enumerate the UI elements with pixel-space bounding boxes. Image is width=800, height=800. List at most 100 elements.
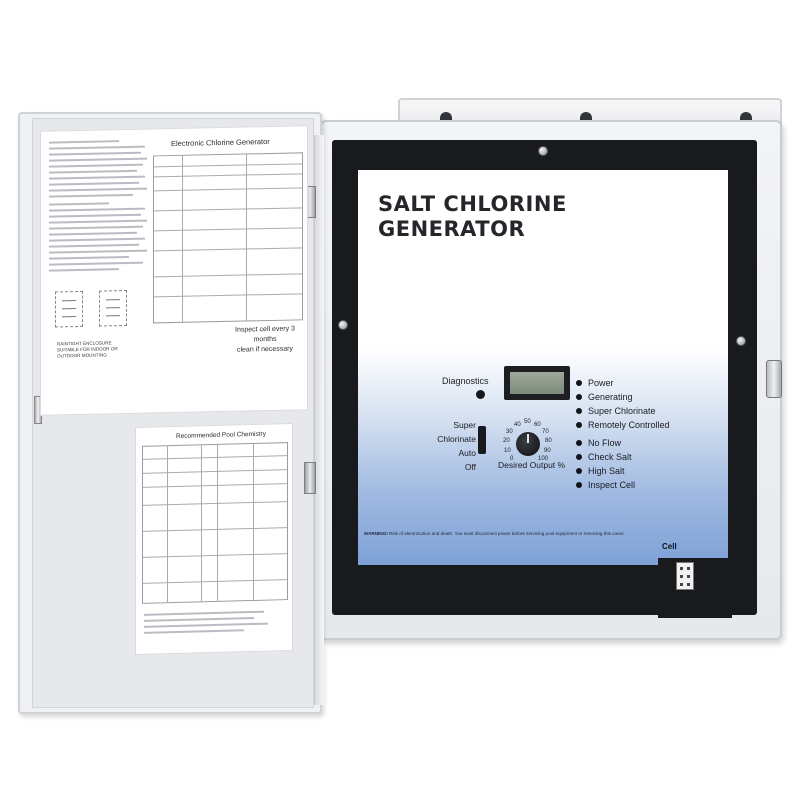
led-icon bbox=[576, 422, 582, 428]
warning-prefix: WARNING! bbox=[364, 531, 388, 536]
door-edge bbox=[314, 135, 324, 705]
status-label: Power bbox=[588, 378, 614, 388]
led-icon bbox=[576, 394, 582, 400]
text-line bbox=[49, 163, 143, 168]
warning-strip: WARNING! Risk of electrocution and death… bbox=[358, 528, 728, 540]
dial-tick-80: 80 bbox=[545, 438, 552, 444]
warning-text: Risk of electrocution and death. You mus… bbox=[389, 531, 625, 536]
title-line-1: SALT CHLORINE bbox=[378, 192, 567, 216]
screw-right bbox=[736, 336, 746, 346]
text-line bbox=[49, 225, 143, 230]
dial-tick-60: 60 bbox=[534, 422, 541, 428]
control-panel-label: SALT CHLORINE GENERATOR Diagnostics Powe… bbox=[358, 170, 728, 565]
status-inspect-cell: Inspect Cell bbox=[576, 478, 670, 492]
text-line bbox=[49, 213, 141, 218]
cell-connector-bay bbox=[658, 558, 732, 618]
lcd-screen bbox=[510, 372, 564, 394]
text-line bbox=[49, 157, 147, 162]
dial-tick-70: 70 bbox=[542, 429, 549, 435]
mode-auto: Auto bbox=[458, 448, 477, 458]
pin bbox=[687, 575, 690, 578]
text-line bbox=[49, 145, 145, 150]
text-line bbox=[49, 151, 141, 156]
title-line-2: GENERATOR bbox=[378, 217, 526, 241]
pool-chemistry-sheet: Recommended Pool Chemistry bbox=[135, 422, 293, 656]
pin bbox=[687, 567, 690, 570]
led-icon bbox=[576, 454, 582, 460]
status-label: No Flow bbox=[588, 438, 622, 448]
instruction-sheet: Electronic Chlorine Generator RAINTIGHT … bbox=[40, 125, 308, 416]
status-label: Generating bbox=[588, 392, 633, 402]
enclosure-note: RAINTIGHT ENCLOSURE SUITABLE FOR INDOOR … bbox=[57, 340, 118, 359]
dial-tick-90: 90 bbox=[544, 448, 551, 454]
led-icon bbox=[576, 380, 582, 386]
mode-off: Off bbox=[464, 462, 476, 472]
status-label: Check Salt bbox=[588, 452, 632, 462]
wiring-diagram-left bbox=[55, 290, 83, 328]
mode-super-chlorinate: Super Chlorinate bbox=[437, 420, 476, 444]
text-line bbox=[49, 193, 133, 198]
text-line bbox=[49, 207, 145, 212]
status-label: Inspect Cell bbox=[588, 480, 636, 490]
text-line bbox=[49, 249, 147, 254]
panel-title: SALT CHLORINE GENERATOR bbox=[378, 192, 678, 242]
text-line bbox=[49, 243, 139, 248]
status-no-flow: No Flow bbox=[576, 436, 670, 450]
dial-tick-0: 0 bbox=[510, 456, 514, 462]
side-latch[interactable] bbox=[766, 360, 782, 398]
desired-output-label: Desired Output % bbox=[498, 460, 566, 470]
diagnostics-button[interactable] bbox=[476, 390, 485, 399]
diagnostics-label: Diagnostics bbox=[442, 376, 489, 386]
status-remotely-controlled: Remotely Controlled bbox=[576, 418, 670, 432]
pin bbox=[680, 575, 683, 578]
dial-tick-40: 40 bbox=[514, 422, 521, 428]
pin bbox=[680, 583, 683, 586]
sheet-title: Electronic Chlorine Generator bbox=[171, 136, 270, 149]
screw-top bbox=[538, 146, 548, 156]
pin bbox=[680, 567, 683, 570]
dial-tick-20: 20 bbox=[503, 438, 510, 444]
dial-tick-100: 100 bbox=[538, 456, 549, 462]
text-line bbox=[49, 181, 139, 186]
text-line bbox=[49, 175, 145, 180]
wiring-diagram-right bbox=[99, 289, 127, 327]
text-line bbox=[49, 261, 143, 266]
status-super-chlorinate: Super Chlorinate bbox=[576, 404, 670, 418]
status-generating: Generating bbox=[576, 390, 670, 404]
text-line bbox=[49, 169, 137, 174]
dial-tick-50: 50 bbox=[524, 419, 531, 425]
pin bbox=[687, 583, 690, 586]
cell-connector[interactable] bbox=[676, 562, 694, 590]
status-power: Power bbox=[576, 376, 670, 390]
chemistry-table bbox=[142, 442, 288, 604]
output-knob[interactable] bbox=[516, 432, 540, 456]
text-line bbox=[49, 202, 109, 206]
led-icon bbox=[576, 408, 582, 414]
status-label: Remotely Controlled bbox=[588, 420, 670, 430]
text-line bbox=[144, 622, 268, 628]
dial-tick-30: 30 bbox=[506, 429, 513, 435]
lcd-display bbox=[504, 366, 570, 400]
text-line bbox=[49, 140, 119, 144]
led-icon bbox=[576, 482, 582, 488]
status-check-salt: Check Salt bbox=[576, 450, 670, 464]
text-line bbox=[144, 610, 264, 616]
cell-label: Cell bbox=[662, 542, 677, 551]
text-line bbox=[49, 219, 147, 224]
text-line bbox=[49, 237, 145, 242]
inspect-cell-note: Inspect cell every 3 months clean if nec… bbox=[235, 325, 295, 354]
mode-switch[interactable] bbox=[478, 426, 486, 454]
led-icon bbox=[576, 468, 582, 474]
text-line bbox=[49, 255, 129, 260]
screw-left bbox=[338, 320, 348, 330]
text-line bbox=[144, 616, 254, 622]
led-status-table bbox=[153, 152, 303, 324]
status-label: High Salt bbox=[588, 466, 625, 476]
text-line bbox=[49, 187, 147, 192]
sheet-title: Recommended Pool Chemistry bbox=[176, 430, 266, 440]
dial-tick-10: 10 bbox=[504, 448, 511, 454]
text-line bbox=[49, 231, 137, 236]
status-high-salt: High Salt bbox=[576, 464, 670, 478]
hinge-bottom bbox=[304, 462, 316, 494]
status-light-list: Power Generating Super Chlorinate Remote… bbox=[576, 376, 670, 492]
